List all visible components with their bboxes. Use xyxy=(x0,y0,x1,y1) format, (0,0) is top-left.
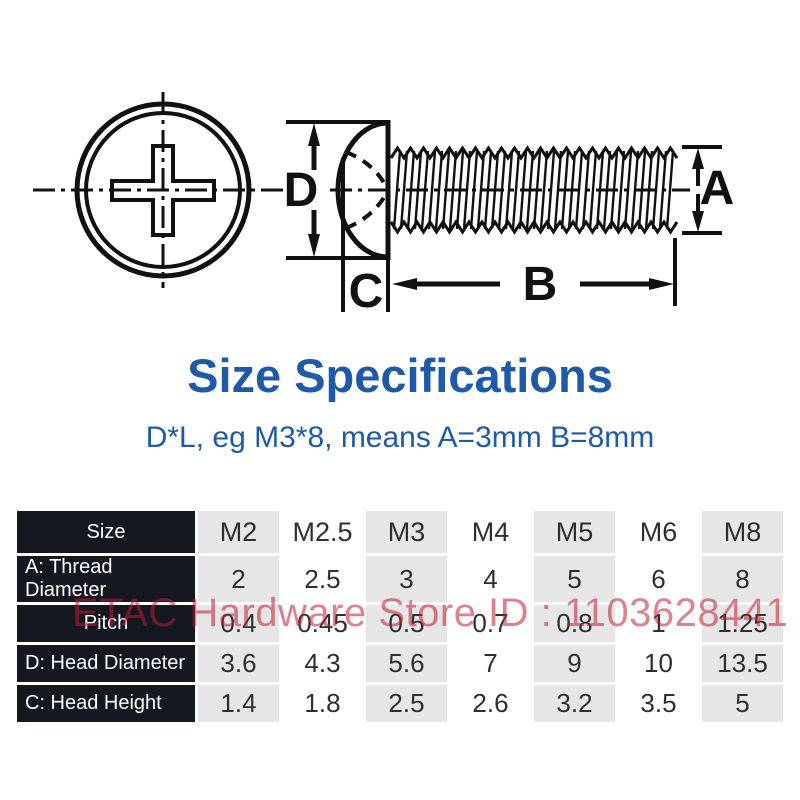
arrow-up-icon xyxy=(308,123,320,146)
dimension-d: D xyxy=(284,123,320,257)
row-head-height: C: Head Height 1.4 1.8 2.5 2.6 3.2 3.5 5 xyxy=(17,685,783,722)
col-header-size: Size xyxy=(17,511,195,553)
cell-value: 5.6 xyxy=(366,645,447,682)
cell-value: 1.25 xyxy=(702,605,783,642)
row-thread-diameter: A: Thread Diameter 2 2.5 3 4 5 6 8 xyxy=(17,556,783,602)
cell-value: 8 xyxy=(702,556,783,602)
cell-value: 7 xyxy=(450,645,531,682)
col-header-m2: M2 xyxy=(198,511,279,553)
dimension-c: C xyxy=(341,158,390,318)
cell-value: 10 xyxy=(618,645,699,682)
label-head-diameter: D xyxy=(284,164,319,217)
screw-technical-drawing: D C B xyxy=(33,92,735,318)
arrow-down-icon xyxy=(308,234,320,257)
cell-value: 13.5 xyxy=(702,645,783,682)
label-thread-length: B xyxy=(523,258,558,311)
cell-value: 3.5 xyxy=(618,685,699,722)
page-title: Size Specifications xyxy=(187,349,613,402)
col-header-m4: M4 xyxy=(450,511,531,553)
size-formula-note: D*L, eg M3*8, means A=3mm B=8mm xyxy=(145,421,655,454)
row-label: D: Head Diameter xyxy=(17,645,195,682)
cell-value: 1.4 xyxy=(198,685,279,722)
cell-value: 2.5 xyxy=(366,685,447,722)
label-head-height: C xyxy=(349,265,384,318)
label-thread-diameter: A xyxy=(700,162,735,215)
table-header-row: Size M2 M2.5 M3 M4 M5 M6 M8 xyxy=(17,511,783,553)
cell-value: 4.3 xyxy=(282,645,363,682)
row-head-diameter: D: Head Diameter 3.6 4.3 5.6 7 9 10 13.5 xyxy=(17,645,783,682)
size-spec-table: Size M2 M2.5 M3 M4 M5 M6 M8 A: Thread Di… xyxy=(14,508,786,725)
cell-value: 2 xyxy=(198,556,279,602)
cell-value: 4 xyxy=(450,556,531,602)
thread-crest-top xyxy=(389,145,679,161)
screw-head-front-view xyxy=(33,92,296,288)
arrow-right-icon xyxy=(649,278,674,290)
cell-value: 2.5 xyxy=(282,556,363,602)
recess-hidden-line-top xyxy=(345,150,389,189)
cell-value: 0.8 xyxy=(534,605,615,642)
cell-value: 0.5 xyxy=(366,605,447,642)
arrow-down-icon xyxy=(692,211,704,232)
cell-value: 3 xyxy=(366,556,447,602)
dimension-a: A xyxy=(682,145,735,235)
cell-value: 9 xyxy=(534,645,615,682)
cell-value: 0.7 xyxy=(450,605,531,642)
row-label: A: Thread Diameter xyxy=(17,556,195,602)
dimension-b: B xyxy=(392,238,677,311)
col-header-m3: M3 xyxy=(366,511,447,553)
col-header-m25: M2.5 xyxy=(282,511,363,553)
arrow-up-icon xyxy=(692,148,704,169)
cell-value: 5 xyxy=(702,685,783,722)
col-header-m8: M8 xyxy=(702,511,783,553)
cell-value: 1.8 xyxy=(282,685,363,722)
thread-crest-bottom xyxy=(389,219,679,235)
cell-value: 6 xyxy=(618,556,699,602)
cell-value: 2.6 xyxy=(450,685,531,722)
cell-value: 5 xyxy=(534,556,615,602)
row-label: Pitch xyxy=(17,605,195,642)
cell-value: 0.45 xyxy=(282,605,363,642)
cell-value: 0.4 xyxy=(198,605,279,642)
col-header-m5: M5 xyxy=(534,511,615,553)
row-label: C: Head Height xyxy=(17,685,195,722)
row-pitch: Pitch 0.4 0.45 0.5 0.7 0.8 1 1.25 xyxy=(17,605,783,642)
cell-value: 1 xyxy=(618,605,699,642)
cell-value: 3.6 xyxy=(198,645,279,682)
thread-pattern xyxy=(392,150,675,230)
screw-side-view: D C B xyxy=(284,120,735,318)
col-header-m6: M6 xyxy=(618,511,699,553)
arrow-left-icon xyxy=(392,278,417,290)
recess-hidden-line-bottom xyxy=(345,191,389,230)
cell-value: 3.2 xyxy=(534,685,615,722)
